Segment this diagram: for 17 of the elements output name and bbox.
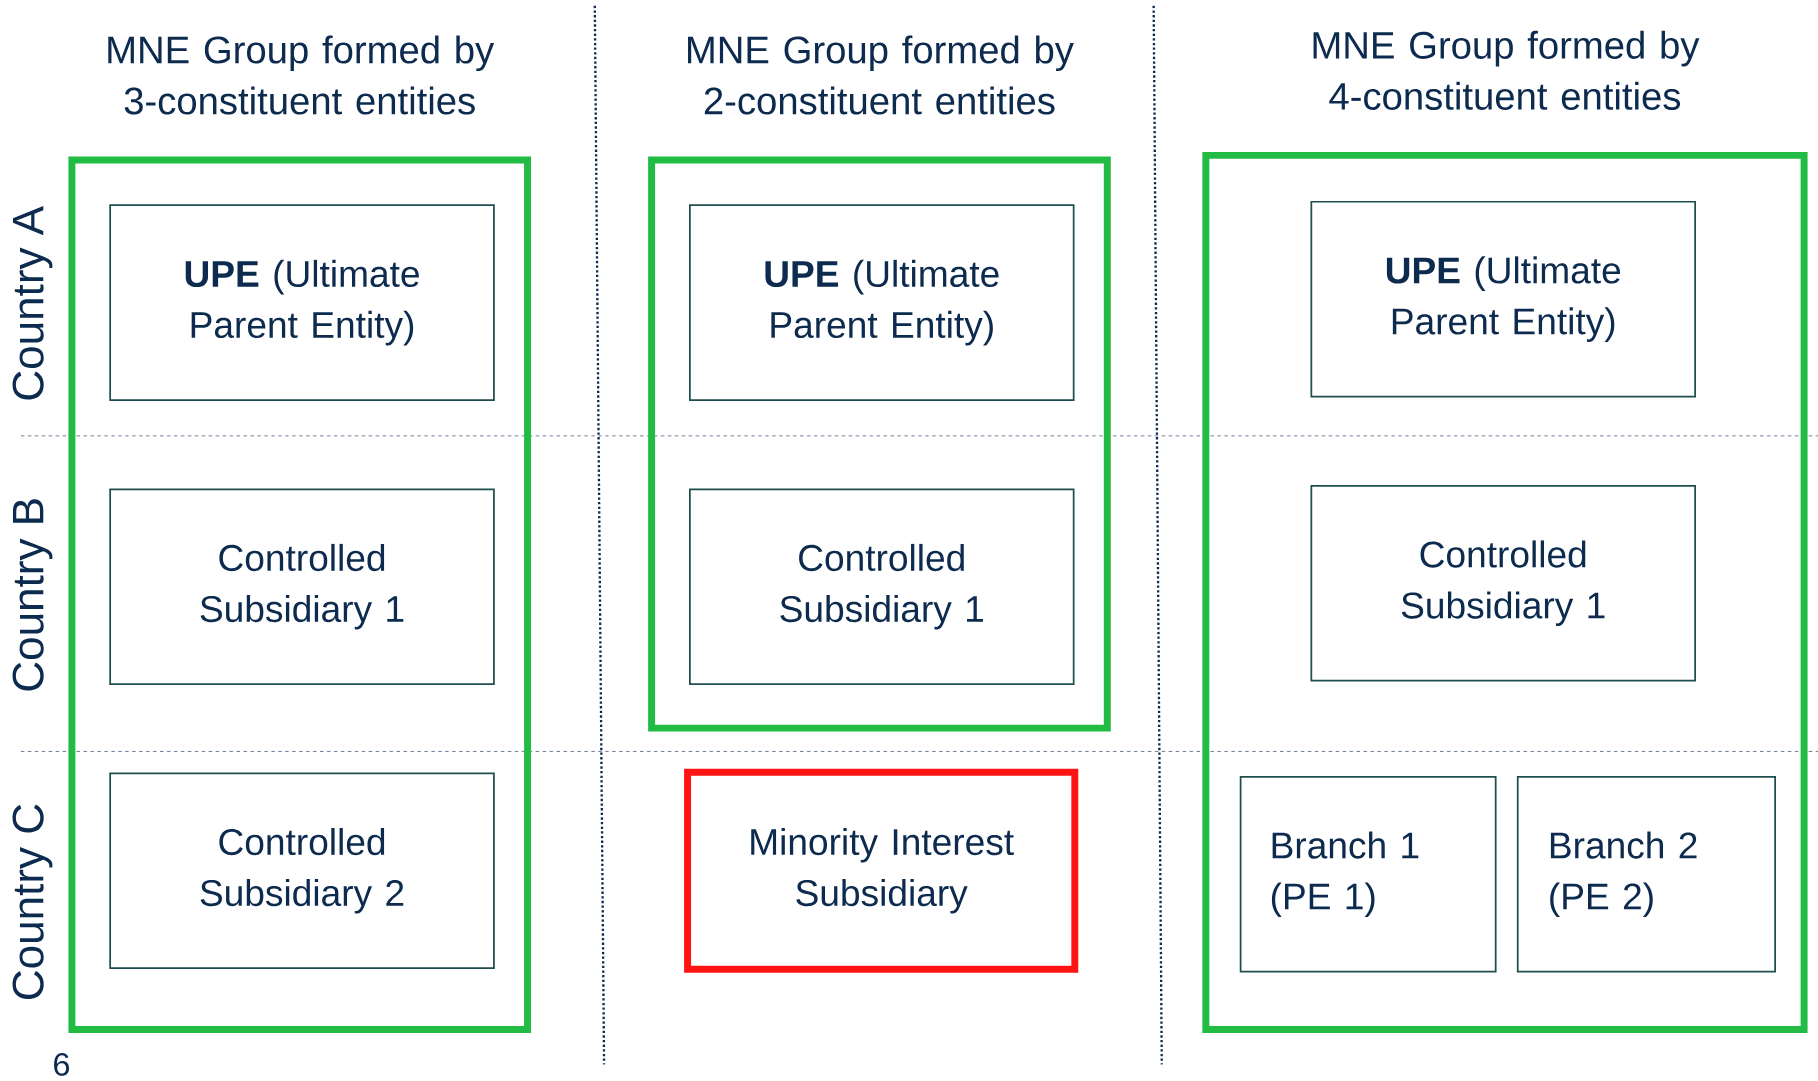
node-label: MNE Group formed by 4-constituent entities xyxy=(1313,31,1700,111)
entity-box: Controlled Subsidiary 1 xyxy=(1310,485,1696,682)
branch-box: Branch 1 (PE 1) xyxy=(1239,776,1497,973)
entity-box: UPE (Ultimate Parent Entity) xyxy=(109,204,495,402)
entity-box: UPE (Ultimate Parent Entity) xyxy=(689,204,1075,402)
entity-box: Controlled Subsidiary 1 xyxy=(689,488,1075,686)
row-label: Country B xyxy=(12,499,53,691)
node-label: MNE Group formed by 2-constituent entities xyxy=(688,35,1074,115)
node-label: MNE Group formed by 3-constituent entities xyxy=(108,35,495,115)
row-label: Country A xyxy=(12,206,53,400)
entity-box: Controlled Subsidiary 2 xyxy=(109,772,495,970)
entity-box: Controlled Subsidiary 1 xyxy=(109,488,495,686)
page-number: 6 xyxy=(54,1053,70,1077)
minority-entity-box: Minority Interest Subsidiary xyxy=(684,768,1079,973)
row-label: Country C xyxy=(12,804,53,1000)
entity-box: UPE (Ultimate Parent Entity) xyxy=(1310,201,1696,398)
branch-box: Branch 2 (PE 2) xyxy=(1516,776,1776,973)
